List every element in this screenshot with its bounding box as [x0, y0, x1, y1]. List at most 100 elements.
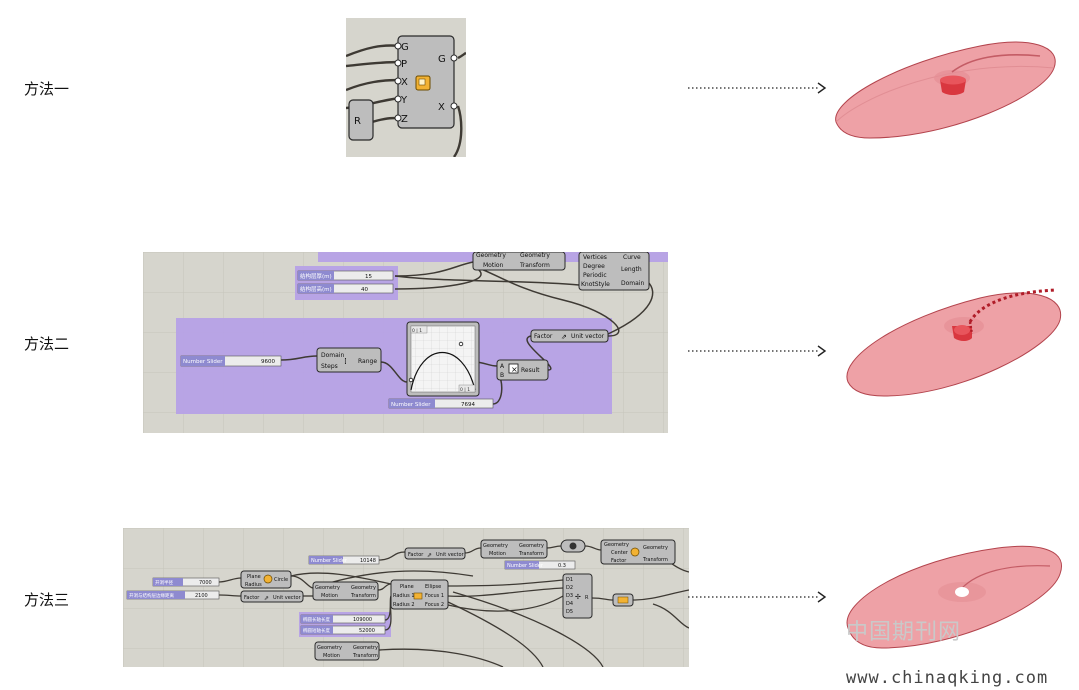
unit-vector-top-node[interactable] — [404, 547, 466, 560]
slider-l1[interactable] — [152, 577, 220, 587]
slider-top-name: Number Slider — [311, 558, 348, 564]
number-slider-b[interactable] — [388, 398, 494, 409]
unit-top-in: Factor — [408, 552, 424, 558]
multiply-icon — [508, 363, 519, 374]
range-icon: ⁞ — [344, 357, 347, 367]
arrow-method-3 — [688, 591, 827, 603]
merge-node[interactable] — [562, 573, 593, 619]
scale-in1: Geometry — [604, 542, 629, 548]
scale-in3: Factor — [611, 558, 627, 564]
source-node-label: R — [354, 116, 361, 127]
number-slider-a-value: 9600 — [261, 359, 275, 365]
slider-l2[interactable] — [126, 590, 220, 600]
slider-thickness-name: 结构层厚(m) — [300, 272, 332, 280]
ellipse-out3: Focus 2 — [425, 602, 444, 608]
range-out: Range — [358, 358, 377, 365]
curve-in-knotstyle: KnotStyle — [581, 281, 610, 288]
unit-vector-node[interactable] — [530, 329, 609, 343]
curve-in-periodic: Periodic — [583, 272, 607, 279]
move-out-geometry: Geometry — [520, 252, 550, 259]
component-icon — [415, 75, 431, 91]
move-top-in2: Motion — [489, 551, 506, 557]
move-bot-in2: Motion — [323, 653, 340, 659]
move-bot-out2: Transform — [352, 653, 378, 659]
curve-in-degree: Degree — [583, 263, 605, 270]
curve-out-length: Length — [621, 266, 642, 273]
move-mid-out1: Geometry — [351, 585, 376, 591]
input-x: X — [401, 77, 408, 88]
merge-in-d3: D3 — [566, 593, 573, 599]
range-node[interactable] — [316, 347, 382, 373]
unit-left-in: Factor — [244, 595, 260, 601]
method-label-3: 方法三 — [24, 591, 70, 609]
watermark-cn: 中国期刊网 — [846, 620, 962, 645]
unit-vector-left-node[interactable] — [240, 590, 304, 603]
move-out-transform: Transform — [519, 262, 550, 269]
slider-m2[interactable] — [300, 625, 386, 635]
slider-l2-value: 2100 — [195, 593, 208, 599]
slider-m1-value: 109000 — [353, 617, 372, 623]
vector-icon: ⇗ — [561, 333, 567, 341]
slider-small[interactable] — [504, 560, 576, 570]
svg-text:×: × — [511, 365, 518, 374]
mult-in-a: A — [500, 363, 505, 370]
move-mid-in2: Motion — [321, 593, 338, 599]
merge-icon: ✢ — [575, 593, 581, 601]
slider-thickness-value: 15 — [365, 274, 372, 280]
range-in-domain: Domain — [321, 352, 344, 359]
vector-icon-top: ⇗ — [427, 552, 432, 559]
slider-m1[interactable] — [300, 614, 386, 624]
slider-height[interactable] — [297, 283, 394, 294]
number-slider-a-name: Number Slider — [183, 359, 223, 365]
slider-l1-value: 7000 — [199, 580, 212, 586]
merge-in-d5: D5 — [566, 609, 573, 615]
output-x: X — [438, 102, 445, 113]
slider-m2-name: 椭圆短轴长度 — [303, 627, 330, 634]
number-slider-b-name: Number Slider — [391, 402, 431, 408]
move-top-node[interactable] — [480, 539, 548, 559]
move-bottom-node[interactable] — [314, 641, 380, 661]
input-y: Y — [400, 95, 408, 106]
circle-out: Circle — [274, 577, 288, 583]
move-node[interactable] — [472, 252, 566, 271]
slider-thickness[interactable] — [297, 270, 394, 281]
grasshopper-panel-1: R G P X Y Z G X — [346, 18, 466, 157]
merge-in-d4: D4 — [566, 601, 573, 607]
arrow-method-2 — [688, 345, 827, 357]
curve-node[interactable] — [578, 252, 650, 291]
merge-in-d1: D1 — [566, 577, 573, 583]
move-bot-in1: Geometry — [317, 645, 342, 651]
slider-small-value: 0.3 — [558, 563, 566, 569]
curve-in-vertices: Vertices — [583, 254, 607, 261]
move-bot-out1: Geometry — [353, 645, 378, 651]
mult-in-b: B — [500, 372, 504, 379]
vector-icon-left: ⇗ — [264, 595, 269, 602]
move-mid-out2: Transform — [350, 593, 376, 599]
grasshopper-panel-2: Geometry Motion Geometry Transform Verti… — [143, 252, 668, 433]
method-label-1: 方法一 — [24, 80, 70, 98]
slider-height-name: 结构层高(m) — [300, 285, 332, 293]
circle-icon — [263, 574, 273, 584]
slider-l1-name: 开洞半径 — [155, 579, 173, 586]
slider-l2-name: 开洞与结构层边缘距离 — [129, 592, 174, 599]
merge-out: R — [585, 595, 589, 601]
input-p: P — [401, 59, 407, 70]
merge-in-d2: D2 — [566, 585, 573, 591]
range-in-steps: Steps — [321, 363, 338, 370]
ellipse-in1: Plane — [400, 584, 414, 590]
component-icon-dark — [569, 542, 577, 550]
move-top-out2: Transform — [518, 551, 544, 557]
result-surface-3 — [846, 545, 1062, 649]
slider-top[interactable] — [308, 555, 380, 565]
move-in-geometry: Geometry — [476, 252, 506, 259]
curve-out-domain: Domain — [621, 280, 644, 287]
scale-out1: Geometry — [643, 545, 668, 551]
slider-height-value: 40 — [361, 287, 368, 293]
input-g: G — [401, 42, 409, 53]
number-slider-a[interactable] — [180, 355, 282, 367]
unit-in-factor: Factor — [534, 333, 553, 340]
move-mid-node[interactable] — [312, 581, 379, 601]
slider-m2-value: 52000 — [359, 628, 375, 634]
surface-hole — [955, 587, 969, 597]
source-node — [348, 99, 374, 141]
